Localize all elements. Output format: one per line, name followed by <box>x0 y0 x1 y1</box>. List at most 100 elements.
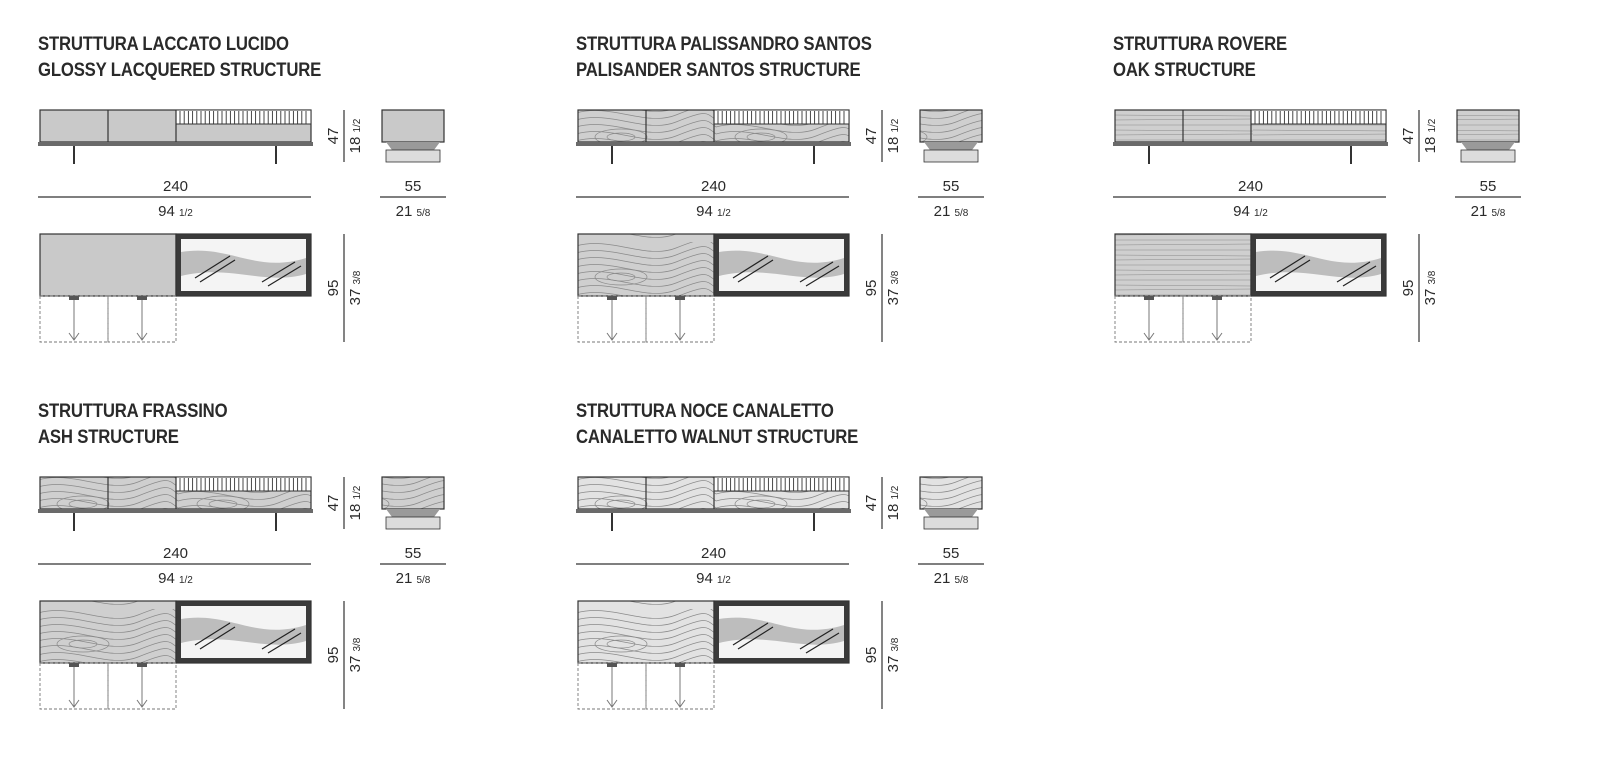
side-base <box>1461 142 1515 150</box>
glass-reflection <box>181 617 306 645</box>
door-hinge <box>675 663 685 667</box>
door-swing-outline <box>107 295 177 343</box>
door-hinge <box>675 296 685 300</box>
glass-glare-line <box>799 628 834 650</box>
side-foot <box>923 516 979 530</box>
height-inch-label: 18 1/2 <box>1422 118 1439 153</box>
variant-title: STRUTTURA LACCATO LUCIDO GLOSSY LACQUERE… <box>38 32 321 84</box>
width-cm-label: 240 <box>1238 178 1263 195</box>
variant-title-it: STRUTTURA ROVERE <box>1113 34 1287 55</box>
height-inch-label: 18 1/2 <box>885 118 902 153</box>
glass-glare-line <box>1336 261 1371 283</box>
side-body <box>381 476 445 510</box>
glass-glare-line <box>261 628 296 650</box>
glass-glare-line <box>1274 259 1311 283</box>
variant-title: STRUTTURA FRASSINO ASH STRUCTURE <box>38 399 228 451</box>
glass-glare-line <box>732 622 769 646</box>
variant-block-palisander: STRUTTURA PALISSANDRO SANTOS PALISANDER … <box>576 32 1046 372</box>
variant-title-it: STRUTTURA LACCATO LUCIDO <box>38 34 289 55</box>
glass-glare-line <box>805 632 840 654</box>
variant-title-en: PALISANDER SANTOS STRUCTURE <box>576 60 861 81</box>
front-slatted-panel <box>713 476 850 492</box>
side-elevation <box>919 109 983 163</box>
glass-glare-line <box>199 259 236 283</box>
side-elevation <box>1456 109 1520 163</box>
depth-cm-label: 55 <box>943 545 960 562</box>
side-elevation <box>381 476 445 530</box>
depth-inch-label: 21 5/8 <box>396 203 431 220</box>
door-swing-arrow <box>674 699 686 708</box>
front-base-rail <box>1113 142 1388 146</box>
plan-depth-cm-label: 95 <box>863 280 880 297</box>
glass-glare-line <box>194 255 231 279</box>
front-slatted-panel <box>1250 109 1387 125</box>
plan-wood-top <box>39 600 177 664</box>
front-slatted-panel <box>175 109 312 125</box>
variant-title-en: GLOSSY LACQUERED STRUCTURE <box>38 60 322 81</box>
height-inch-label: 18 1/2 <box>885 485 902 520</box>
depth-cm-label: 55 <box>405 178 422 195</box>
side-body <box>1456 109 1520 143</box>
variant-title-en: CANALETTO WALNUT STRUCTURE <box>576 427 859 448</box>
depth-cm-label: 55 <box>1480 178 1497 195</box>
variant-title-it: STRUTTURA PALISSANDRO SANTOS <box>576 34 872 55</box>
plan-depth-inch-label: 37 3/8 <box>1422 270 1439 305</box>
glass-glare-line <box>737 259 774 283</box>
door-swing-outline <box>1182 295 1252 343</box>
glass-glare-line <box>805 265 840 287</box>
plan-view <box>577 600 850 710</box>
width-inch-label: 94 1/2 <box>158 203 193 220</box>
height-inch-label: 18 1/2 <box>347 485 364 520</box>
plan-wood-top <box>39 233 177 297</box>
door-swing-arrow <box>606 699 618 708</box>
front-slatted-panel <box>713 109 850 125</box>
variant-title-en: ASH STRUCTURE <box>38 427 179 448</box>
plan-depth-cm-label: 95 <box>863 647 880 664</box>
plan-depth-inch-label: 37 3/8 <box>347 270 364 305</box>
height-cm-label: 47 <box>325 495 342 512</box>
height-cm-label: 47 <box>863 128 880 145</box>
depth-cm-label: 55 <box>405 545 422 562</box>
width-inch-label: 94 1/2 <box>696 203 731 220</box>
plan-view <box>1114 233 1387 343</box>
variant-title-en: OAK STRUCTURE <box>1113 60 1256 81</box>
front-elevation <box>38 109 313 164</box>
front-base-rail <box>38 509 313 513</box>
width-cm-label: 240 <box>701 545 726 562</box>
depth-inch-label: 21 5/8 <box>396 570 431 587</box>
glass-glare-line <box>194 622 231 646</box>
variant-title: STRUTTURA ROVERE OAK STRUCTURE <box>1113 32 1287 84</box>
glass-reflection <box>181 250 306 278</box>
height-inch-label: 18 1/2 <box>347 118 364 153</box>
height-cm-label: 47 <box>863 495 880 512</box>
depth-inch-label: 21 5/8 <box>1471 203 1506 220</box>
door-swing-arrow <box>606 332 618 341</box>
side-foot <box>1460 149 1516 163</box>
plan-depth-inch-label: 37 3/8 <box>347 637 364 672</box>
door-swing-outline <box>107 662 177 710</box>
door-hinge <box>1212 296 1222 300</box>
door-swing-arrow <box>68 699 80 708</box>
door-hinge <box>137 296 147 300</box>
plan-wood-top <box>1114 233 1252 297</box>
glass-glare-line <box>732 255 769 279</box>
plan-view <box>39 233 312 343</box>
width-cm-label: 240 <box>163 545 188 562</box>
glass-glare-line <box>199 626 236 650</box>
glass-glare-line <box>1269 255 1306 279</box>
front-base-rail <box>576 509 851 513</box>
door-swing-arrow <box>136 332 148 341</box>
side-foot <box>385 516 441 530</box>
front-base-rail <box>576 142 851 146</box>
door-swing-outline <box>645 295 715 343</box>
depth-inch-label: 21 5/8 <box>934 203 969 220</box>
side-elevation <box>919 476 983 530</box>
front-slatted-panel <box>175 476 312 492</box>
glass-glare-line <box>799 261 834 283</box>
plan-depth-cm-label: 95 <box>325 280 342 297</box>
